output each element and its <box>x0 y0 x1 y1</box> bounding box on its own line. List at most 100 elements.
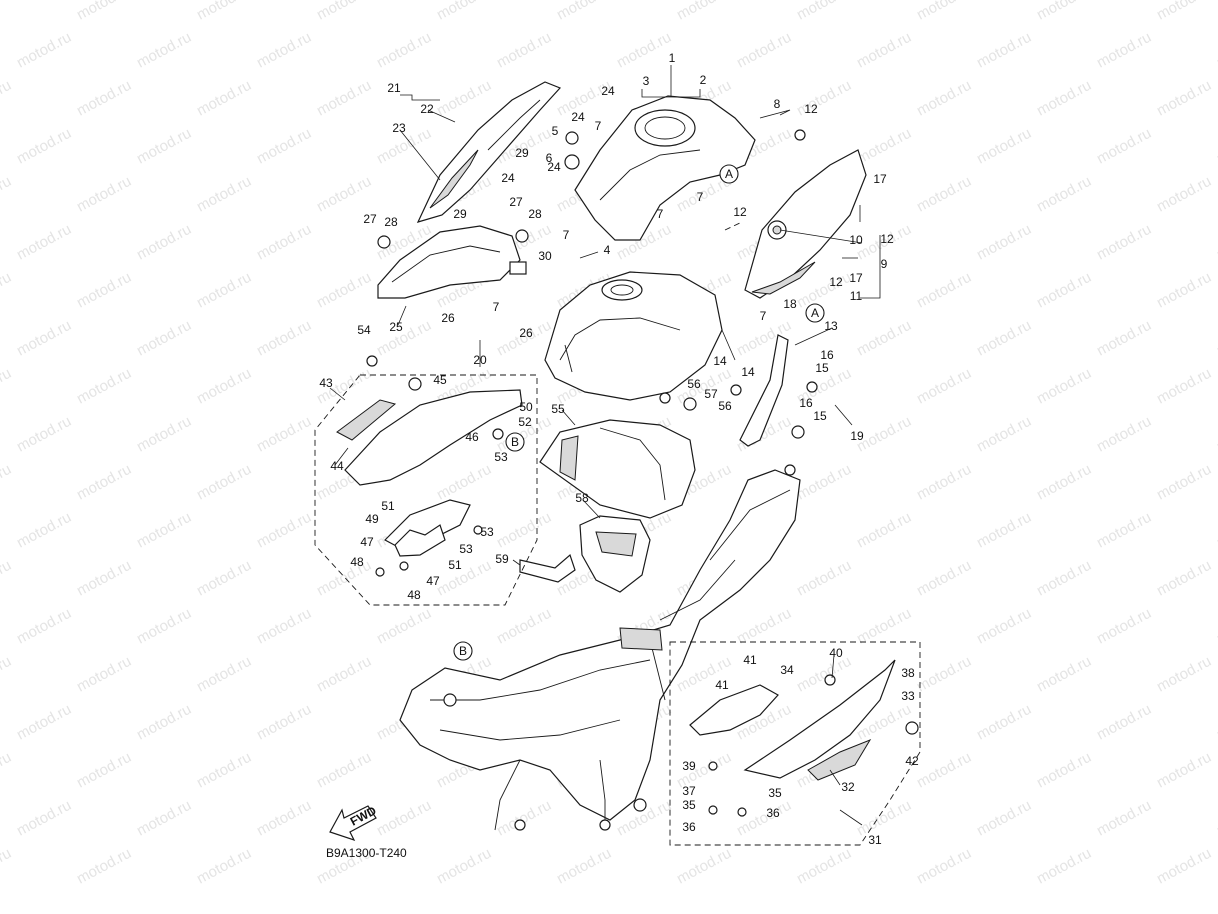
callout-12-2: 12 <box>733 205 747 219</box>
callout-7-6: 7 <box>760 309 767 323</box>
callout-24-2: 24 <box>571 110 585 124</box>
watermark-text: motod.ru <box>1034 173 1094 216</box>
watermark-text: motod.ru <box>1154 0 1214 24</box>
watermark-text: motod.ru <box>254 29 314 72</box>
watermark-text: motod.ru <box>1094 605 1154 648</box>
group-outlines <box>314 221 921 846</box>
callout-48-2: 48 <box>407 588 421 602</box>
watermark-text: motod.ru <box>1214 509 1218 552</box>
watermark-text: motod.ru <box>254 221 314 264</box>
watermark-text: motod.ru <box>1094 797 1154 840</box>
watermark-text: motod.ru <box>854 605 914 648</box>
callout-20: 20 <box>473 353 487 367</box>
watermark-text: motod.ru <box>914 0 974 24</box>
watermark-text: motod.ru <box>194 77 254 120</box>
watermark-text: motod.ru <box>0 365 14 408</box>
callout-30: 30 <box>538 249 552 263</box>
callout-41-2: 41 <box>715 678 729 692</box>
watermark-text: motod.ru <box>0 653 14 696</box>
watermark-text: motod.ru <box>14 125 74 168</box>
ref-b-marker-2 <box>453 641 473 661</box>
watermark-text: motod.ru <box>1154 557 1214 600</box>
watermark-text: motod.ru <box>134 701 194 744</box>
watermark-text: motod.ru <box>14 413 74 456</box>
callout-16: 16 <box>820 348 834 362</box>
watermark-text: motod.ru <box>0 845 14 888</box>
watermark-text: motod.ru <box>494 509 554 552</box>
watermark-text: motod.ru <box>554 0 614 24</box>
watermark-text: motod.ru <box>14 509 74 552</box>
watermark-text: motod.ru <box>914 173 974 216</box>
watermark-text: motod.ru <box>1214 701 1218 744</box>
watermark-text: motod.ru <box>914 365 974 408</box>
watermark-text: motod.ru <box>674 0 734 24</box>
watermark-text: motod.ru <box>614 29 674 72</box>
watermark-text: motod.ru <box>134 509 194 552</box>
fasteners-group <box>366 129 919 817</box>
callout-17-2: 17 <box>849 271 863 285</box>
watermark-text: motod.ru <box>0 77 14 120</box>
callout-7-3: 7 <box>657 207 664 221</box>
watermark-text: motod.ru <box>314 653 374 696</box>
watermark-text: motod.ru <box>194 269 254 312</box>
callout-22: 22 <box>420 102 434 116</box>
watermark-text: motod.ru <box>554 845 614 888</box>
ref-b-marker <box>505 432 525 452</box>
callout-52: 52 <box>518 415 532 429</box>
watermark-text: motod.ru <box>1094 317 1154 360</box>
watermark-text: motod.ru <box>794 77 854 120</box>
watermark-text: motod.ru <box>194 173 254 216</box>
watermark-text: motod.ru <box>1154 269 1214 312</box>
callout-19: 19 <box>850 429 864 443</box>
watermark-text: motod.ru <box>14 317 74 360</box>
watermark-text: motod.ru <box>254 413 314 456</box>
watermark-text: motod.ru <box>434 77 494 120</box>
watermark-text: motod.ru <box>74 365 134 408</box>
watermark-text: motod.ru <box>734 605 794 648</box>
callout-53-3: 53 <box>480 525 494 539</box>
watermark-text: motod.ru <box>134 221 194 264</box>
callout-13: 13 <box>824 319 838 333</box>
top-tank-cover-part <box>574 95 756 241</box>
watermark-text: motod.ru <box>914 461 974 504</box>
watermark-text: motod.ru <box>1094 29 1154 72</box>
watermark-text: motod.ru <box>254 701 314 744</box>
watermark-text: motod.ru <box>1214 317 1218 360</box>
watermark-text: motod.ru <box>194 845 254 888</box>
watermark-text: motod.ru <box>74 749 134 792</box>
watermark-text: motod.ru <box>314 77 374 120</box>
watermark-text: motod.ru <box>494 29 554 72</box>
callout-18: 18 <box>783 297 797 311</box>
watermark-text: motod.ru <box>374 317 434 360</box>
callout-31: 31 <box>868 833 882 847</box>
callout-53: 53 <box>494 450 508 464</box>
watermark-text: motod.ru <box>974 701 1034 744</box>
watermark-text: motod.ru <box>194 365 254 408</box>
callout-9: 9 <box>881 257 888 271</box>
watermark-text: motod.ru <box>194 557 254 600</box>
ref-a-marker <box>719 164 739 184</box>
watermark-text: motod.ru <box>1154 845 1214 888</box>
callout-24: 24 <box>601 84 615 98</box>
watermark-text: motod.ru <box>74 845 134 888</box>
watermark-text: motod.ru <box>1034 0 1094 24</box>
callout-42: 42 <box>905 754 919 768</box>
watermark-text: motod.ru <box>74 173 134 216</box>
watermark-text: motod.ru <box>1034 269 1094 312</box>
callout-50: 50 <box>519 400 533 414</box>
watermark-text: motod.ru <box>794 653 854 696</box>
callout-56: 56 <box>687 377 701 391</box>
callout-34: 34 <box>780 663 794 677</box>
watermark-text: motod.ru <box>254 605 314 648</box>
watermark-text: motod.ru <box>434 0 494 24</box>
callout-12-4: 12 <box>829 275 843 289</box>
watermark-text: motod.ru <box>974 413 1034 456</box>
watermark-text: motod.ru <box>14 29 74 72</box>
watermark-text: motod.ru <box>434 845 494 888</box>
watermark-text: motod.ru <box>314 749 374 792</box>
watermark-text: motod.ru <box>974 125 1034 168</box>
fwd-direction-arrow: FWD <box>329 803 379 842</box>
watermark-text: motod.ru <box>0 749 14 792</box>
watermark-text: motod.ru <box>914 749 974 792</box>
